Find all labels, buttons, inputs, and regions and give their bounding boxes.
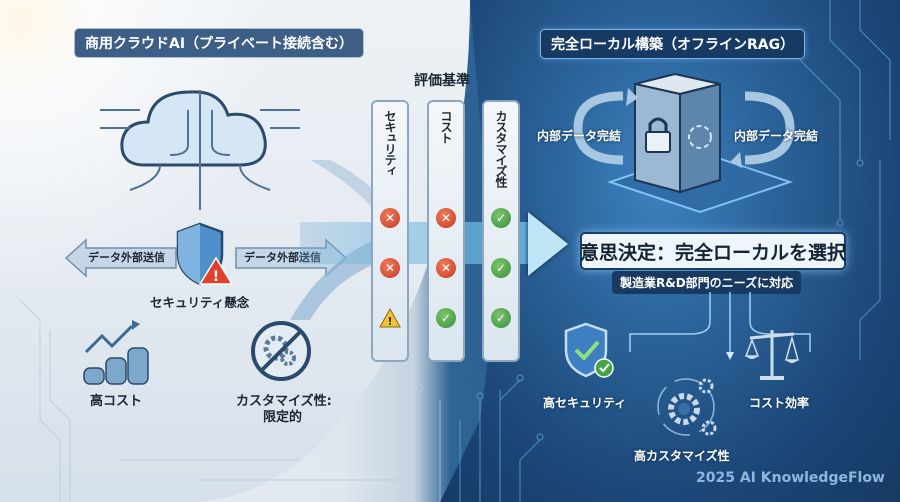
check-icon: ✓ xyxy=(491,258,511,278)
check-icon: ✓ xyxy=(436,308,456,328)
customizability-label-1: カスタマイズ性: xyxy=(236,394,332,409)
check-icon: ✓ xyxy=(491,308,511,328)
svg-text:!: ! xyxy=(387,315,392,328)
decision-arrow-icon xyxy=(528,212,568,276)
gears-icon xyxy=(657,378,717,436)
branch-lines xyxy=(629,292,811,360)
outcome-security-label: 高セキュリティ xyxy=(543,396,627,410)
cloud-ai-title: 商用クラウドAI（プライベート接続含む） xyxy=(74,28,365,58)
footer-credit: 2025 AI KnowledgeFlow xyxy=(696,470,885,486)
shield-check-icon xyxy=(564,322,614,378)
criteria-label: コスト xyxy=(439,110,453,143)
cycle-arrow-right-icon xyxy=(730,91,795,168)
criteria-label: セキュリティ xyxy=(383,110,397,176)
data-out-left-label: データ外部送信 xyxy=(88,251,165,264)
warning-icon: ! xyxy=(379,307,401,328)
decision-box: 意思決定：完全ローカルを選択 xyxy=(580,232,846,270)
check-icon: ✓ xyxy=(491,208,511,228)
coins-rising-icon xyxy=(83,320,149,385)
x-icon: ✕ xyxy=(380,258,400,278)
x-icon: ✕ xyxy=(380,208,400,228)
internal-data-left-label: 内部データ完結 xyxy=(537,129,622,143)
data-out-left-arrow xyxy=(64,238,177,278)
server-lock-icon xyxy=(606,72,794,214)
cycle-arrow-left-icon xyxy=(573,88,638,165)
gear-prohibited-icon xyxy=(251,321,311,381)
criteria-title: 評価基準 xyxy=(414,73,470,89)
internal-data-right-label: 内部データ完結 xyxy=(734,129,819,143)
customizability-label-2: 限定的 xyxy=(263,410,303,425)
security-concern-label: セキュリティ懸念 xyxy=(150,295,250,310)
cloud-icon xyxy=(100,90,300,210)
x-icon: ✕ xyxy=(436,258,456,278)
criteria-label: カスタマイズ性 xyxy=(494,110,508,187)
x-icon: ✕ xyxy=(436,208,456,228)
outcome-customizability-label: 高カスタマイズ性 xyxy=(634,449,730,463)
decision-subtitle: 製造業R&D部門のニーズに対応 xyxy=(612,271,802,294)
svg-text:!: ! xyxy=(213,269,219,285)
criteria-column-security: セキュリティ ✕ ✕ ! xyxy=(371,100,409,362)
shield-warning-icon: ! xyxy=(176,222,234,286)
outcome-cost-label: コスト効率 xyxy=(749,396,810,410)
scale-icon xyxy=(744,330,799,380)
criteria-column-cost: コスト ✕ ✕ ✓ xyxy=(427,100,465,362)
local-build-title: 完全ローカル構築（オフラインRAG） xyxy=(540,29,806,59)
criteria-column-customizability: カスタマイズ性 ✓ ✓ ✓ xyxy=(482,100,520,362)
high-cost-label: 高コスト xyxy=(90,394,143,409)
